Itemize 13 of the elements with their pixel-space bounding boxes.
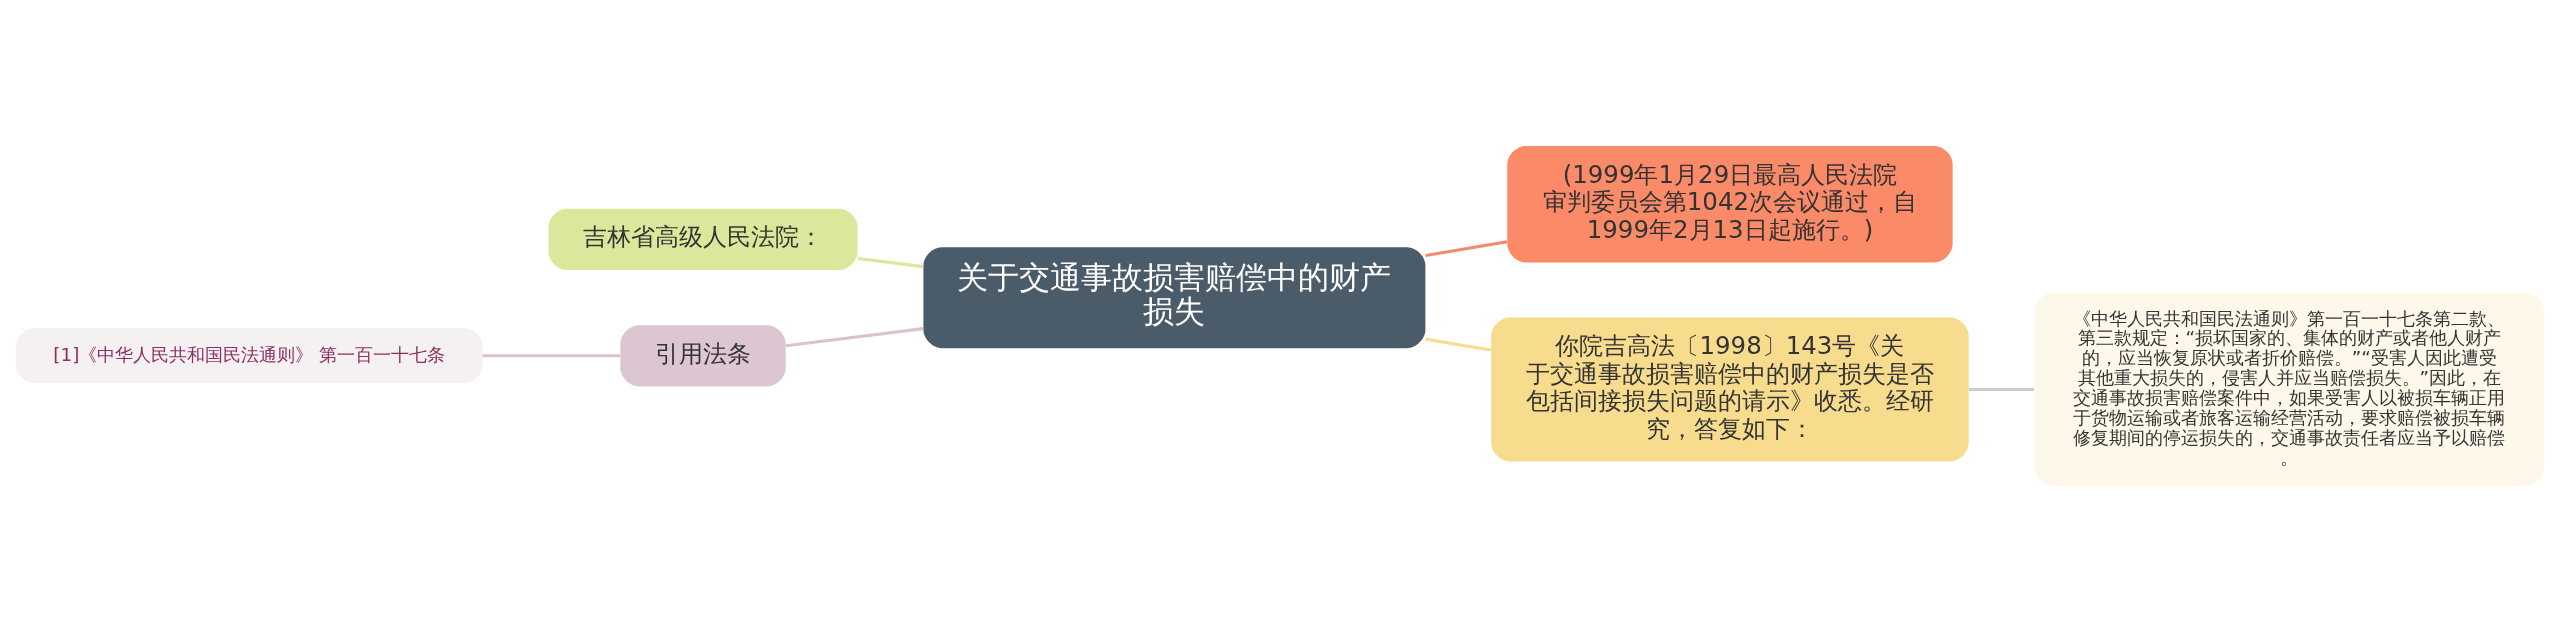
node-box: 关于交通事故损害赔偿中的财产损失	[923, 246, 1426, 348]
node-box: (1999年1月29日最高人民法院审判委员会第1042次会议通过，自1999年2月13日起施行。)	[1507, 145, 1953, 262]
connector	[482, 353, 621, 357]
node-box: 吉林省高级人民法院：	[548, 208, 858, 270]
connector	[785, 326, 924, 347]
connector	[1425, 337, 1492, 351]
connector	[1425, 239, 1508, 257]
node-box: 《中华人民共和国民法通则》第一百一十七条第二款、第三款规定：“损坏国家的、集体的财产或者他人财产的，应当恢复原状或者折价赔偿。”“受害人因此遭受其他重大损失的，侵害人并应当赔偿损失。”因此，在交通事故损害赔偿案件中，如果受害人以被损车辆正用于货物运输或者旅客运输经营活动，要求赔偿被损车辆修复期间的停运损失的，交通事故责任者应当予以赔偿。	[2034, 292, 2545, 486]
node-box: 你院吉高法〔1998〕143号《关于交通事故损害赔偿中的财产损失是否包括间接损失问题的请示》收悉。经研究，答复如下：	[1491, 317, 1969, 461]
node-box: [1]《中华人民共和国民法通则》 第一百一十七条	[15, 327, 483, 383]
connector	[1969, 387, 2035, 391]
connector	[857, 256, 924, 268]
node-box: 引用法条	[620, 324, 786, 386]
